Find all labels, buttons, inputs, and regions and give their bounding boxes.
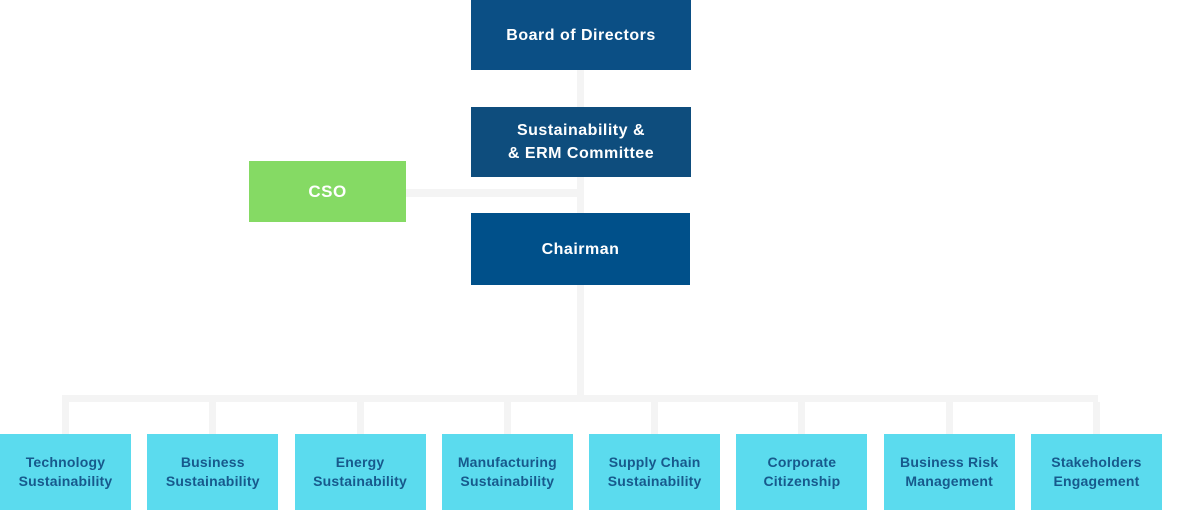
node-corporate-citizenship: Corporate Citizenship [736, 402, 868, 510]
department-label: Technology Sustainability [19, 453, 113, 491]
node-business-sustainability: Business Sustainability [147, 402, 279, 510]
node-label: CSO [308, 182, 347, 201]
department-row: Technology Sustainability Business Susta… [0, 402, 1162, 510]
node-label: Chairman [541, 240, 620, 258]
node-stakeholders-engagement: Stakeholders Engagement [1030, 402, 1162, 510]
connector-stub [798, 402, 806, 434]
connector-stub [945, 402, 953, 434]
connector-board-committee [577, 70, 584, 107]
label-line1: Supply Chain [608, 454, 701, 470]
node-technology-sustainability: Technology Sustainability [0, 402, 131, 510]
node-label: Board of Directors [506, 26, 656, 44]
label-line2: Sustainability [607, 473, 702, 489]
connector-stub [62, 402, 69, 434]
label-line2: Engagement [1053, 473, 1140, 489]
node-board-of-directors: Board of Directors [471, 0, 691, 70]
label-line2: Sustainability [313, 473, 407, 489]
label-line2: Sustainability [460, 473, 555, 489]
department-label: Energy Sustainability [313, 453, 407, 491]
node-label-line1: Sustainability & [516, 122, 646, 139]
department-label: Corporate Citizenship [763, 453, 840, 491]
label-line1: Energy [335, 454, 385, 470]
label-line1: Business [180, 454, 245, 470]
department-label: Business Risk Management [900, 453, 998, 491]
connector-stub [356, 402, 364, 434]
node-label-line2: & ERM Committee [507, 145, 655, 162]
label-line1: Technology [25, 454, 106, 470]
department-label: Stakeholders Engagement [1051, 453, 1141, 491]
connector-chairman-bus [577, 285, 584, 395]
connector-horizontal-bus [62, 395, 1098, 402]
department-label: Supply Chain Sustainability [608, 453, 702, 491]
label-line1: Business Risk [900, 454, 999, 470]
node-sustainability-erm-committee: Sustainability & & ERM Committee [471, 107, 691, 177]
connector-stub [1092, 402, 1100, 434]
label-line2: Citizenship [763, 473, 841, 489]
label-line1: Corporate [767, 454, 837, 470]
label-line2: Sustainability [165, 473, 260, 489]
node-manufacturing-sustainability: Manufacturing Sustainability [441, 402, 573, 510]
node-business-risk-management: Business Risk Management [883, 402, 1015, 510]
label-line2: Management [905, 473, 993, 489]
label-line1: Stakeholders [1051, 454, 1142, 470]
node-cso: CSO [249, 161, 406, 222]
label-line2: Sustainability [18, 473, 113, 489]
node-supply-chain-sustainability: Supply Chain Sustainability [589, 402, 721, 510]
department-label: Manufacturing Sustainability [458, 453, 557, 491]
connector-stub [503, 402, 511, 434]
label-line1: Manufacturing [457, 454, 557, 470]
connector-cso-branch [406, 189, 584, 197]
department-label: Business Sustainability [166, 453, 260, 491]
node-energy-sustainability: Energy Sustainability [294, 402, 426, 510]
node-chairman: Chairman [471, 213, 690, 285]
connector-stub [209, 402, 217, 434]
connector-stub [651, 402, 659, 434]
